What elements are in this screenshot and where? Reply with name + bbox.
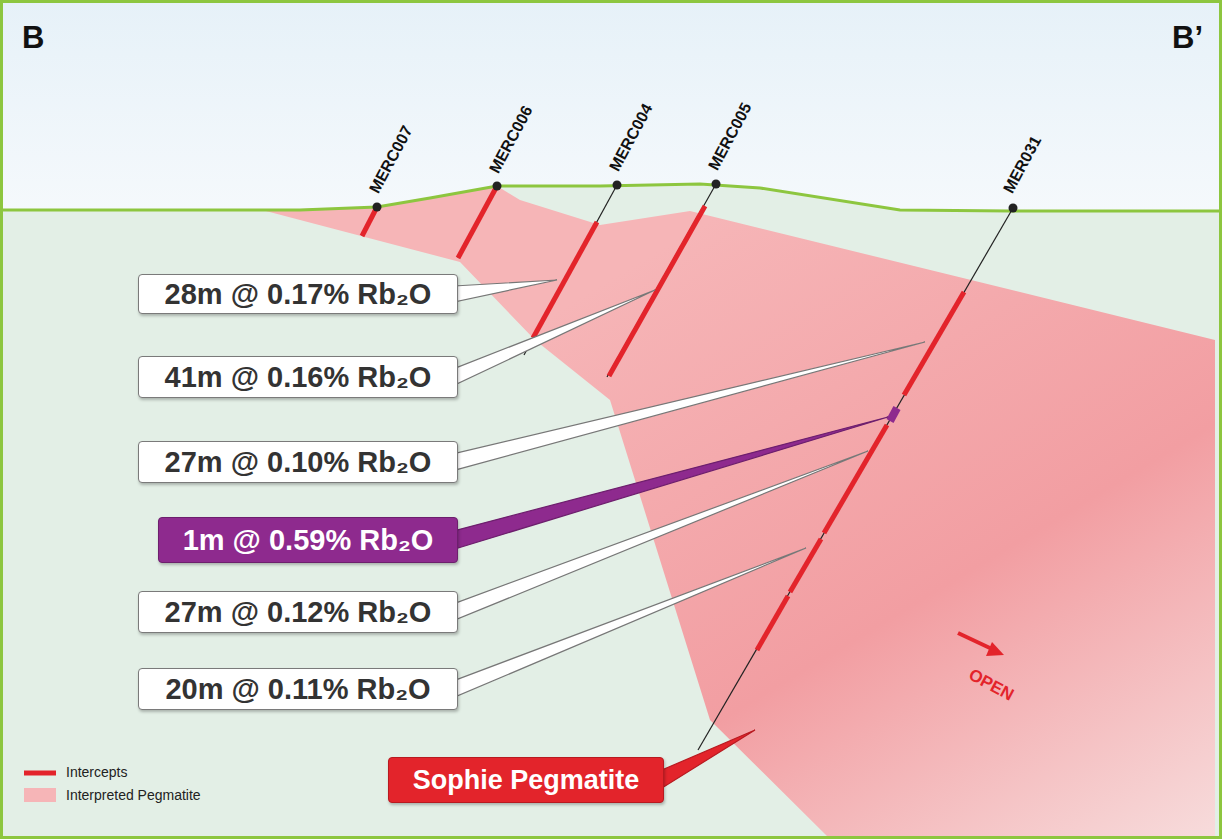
grade-text: 28m @ 0.17% Rb₂O	[165, 278, 432, 311]
grade-text: 27m @ 0.10% Rb₂O	[165, 446, 432, 479]
legend-swatch	[24, 788, 56, 802]
grade-callout: 27m @ 0.12% Rb₂O	[138, 591, 458, 633]
drill-traces	[362, 184, 1013, 750]
sky	[0, 0, 1222, 211]
ground-surface	[0, 184, 1222, 211]
grade-text: 1m @ 0.59% Rb₂O	[183, 524, 434, 557]
legend-spacer	[24, 765, 56, 779]
callout-pointer	[454, 290, 655, 385]
name-callout: Sophie Pegmatite	[388, 757, 664, 803]
callout-pointer	[454, 451, 868, 620]
grade-callout: 41m @ 0.16% Rb₂O	[138, 356, 458, 398]
high-grade-intercept	[890, 408, 897, 421]
legend-text: Intercepts	[66, 764, 127, 780]
grade-callout: 1m @ 0.59% Rb₂O	[158, 517, 458, 563]
pegmatite-name: Sophie Pegmatite	[413, 765, 640, 796]
intercepts	[362, 186, 964, 650]
callout-pointer	[454, 280, 557, 302]
collars	[373, 180, 1018, 213]
legend-entry: Interpreted Pegmatite	[24, 787, 201, 803]
grade-text: 41m @ 0.16% Rb₂O	[165, 361, 432, 394]
grade-text: 27m @ 0.12% Rb₂O	[165, 596, 432, 629]
legend-text: Interpreted Pegmatite	[66, 787, 201, 803]
callout-pointer	[660, 730, 755, 789]
callout-pointer	[454, 342, 925, 470]
grade-callout: 20m @ 0.11% Rb₂O	[138, 668, 458, 710]
grade-callout: 28m @ 0.17% Rb₂O	[138, 274, 458, 314]
legend-line-sample	[24, 771, 56, 776]
open-arrow	[958, 633, 1004, 656]
grade-text: 20m @ 0.11% Rb₂O	[165, 673, 430, 706]
grade-callout: 27m @ 0.10% Rb₂O	[138, 441, 458, 483]
section-end: B	[22, 22, 44, 53]
legend-entry: Intercepts	[24, 764, 127, 780]
callout-pointer	[454, 548, 806, 697]
section-end: B’	[1172, 22, 1203, 53]
